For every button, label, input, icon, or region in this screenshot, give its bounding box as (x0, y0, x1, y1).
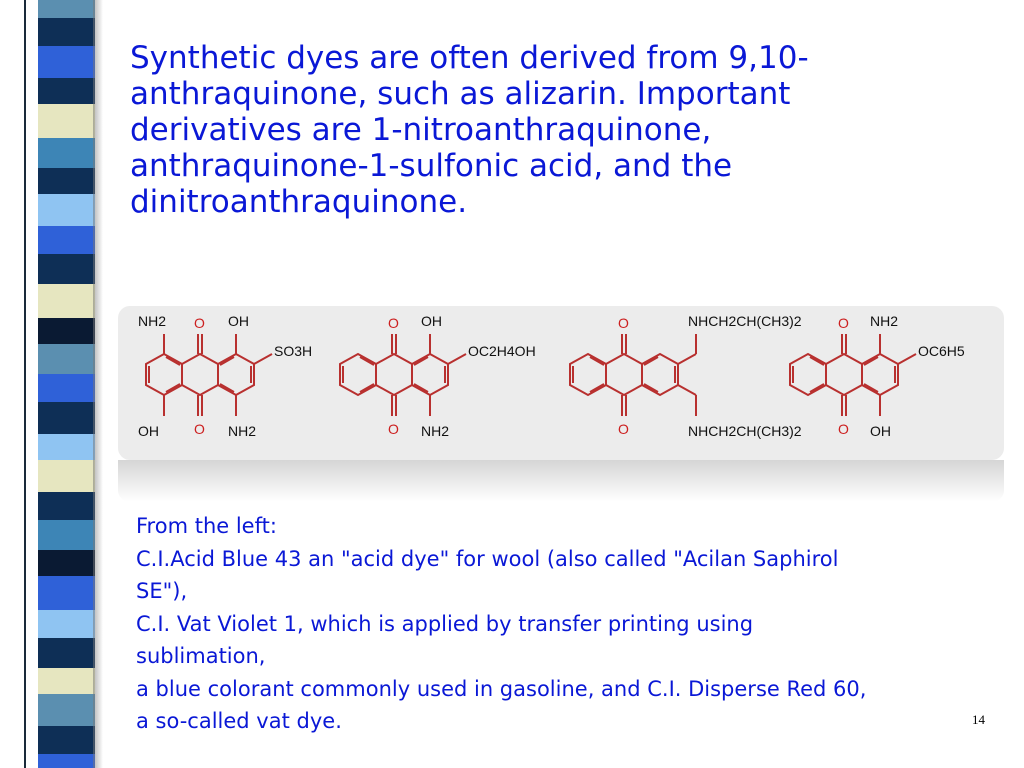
mol2-label-nh2: NH2 (421, 423, 449, 439)
stripe-cell (38, 0, 95, 18)
caption-text: From the left: C.I.Acid Blue 43 an "acid… (136, 510, 1016, 738)
mol1-label-so3h: SO3H (274, 343, 312, 359)
stripe-cell (38, 344, 95, 374)
stripe-cell (38, 194, 95, 226)
stripe-cell (38, 226, 95, 254)
mol3-label-o-top: O (618, 315, 629, 331)
caption-line-1: From the left: (136, 514, 277, 538)
mol1-label-oh-bottom: OH (138, 423, 159, 439)
stripe-cell (38, 284, 95, 318)
stripe-cell (38, 402, 95, 434)
mol1-label-oh-top: OH (228, 313, 249, 329)
mol1-label-o-bottom: O (194, 421, 205, 437)
stripe-line (24, 0, 26, 768)
mol1-label-nh2-top: NH2 (138, 313, 166, 329)
stripe-cell (38, 610, 95, 638)
caption-line-2: C.I.Acid Blue 43 an "acid dye" for wool … (136, 546, 839, 571)
heading-line-5: dinitroanthraquinone. (130, 184, 468, 220)
caption-line-7: a so-called vat dye. (136, 709, 342, 733)
mol1-label-o-top: O (194, 315, 205, 331)
page-number: 14 (972, 712, 985, 727)
mol4-label-o-bottom: O (838, 421, 849, 437)
stripe-cell (38, 460, 95, 492)
stripe-shadow (93, 0, 103, 768)
stripe-column (0, 0, 97, 768)
mol1-label-nh2-bottom: NH2 (228, 423, 256, 439)
mol2-label-oc2h4oh: OC2H4OH (468, 343, 536, 359)
stripe-cell (38, 492, 95, 520)
slide-heading: Synthetic dyes are often derived from 9,… (130, 40, 988, 220)
chemical-structures-image: NH2 O OH SO3H OH O NH2 O OH OC2H4OH O NH… (118, 306, 1004, 460)
stripe-cell (38, 138, 95, 168)
stripe-cell (38, 520, 95, 550)
stripe-cell (38, 638, 95, 668)
stripe-cell (38, 78, 95, 104)
stripe-cell (38, 18, 95, 46)
caption-line-6: a blue colorant commonly used in gasolin… (136, 676, 867, 701)
stripe-cell (38, 104, 95, 138)
caption-line-5: sublimation, (136, 644, 266, 668)
stripe-cell (38, 254, 95, 284)
structures-svg: NH2 O OH SO3H OH O NH2 O OH OC2H4OH O NH… (138, 313, 965, 439)
caption-line-4: C.I. Vat Violet 1, which is applied by t… (136, 611, 754, 636)
mol2-label-o-bottom: O (388, 421, 399, 437)
mol4-label-o-top: O (838, 315, 849, 331)
heading-line-4: anthraquinone-1-sulfonic acid, and the (130, 148, 733, 184)
caption-line-3: SE"), (136, 579, 188, 603)
heading-line-2: anthraquinone, such as alizarin. Importa… (130, 76, 791, 112)
stripe-cell (38, 726, 95, 754)
stripe-cell (38, 694, 95, 726)
mol3-label-o-bottom: O (618, 421, 629, 437)
mol2-label-o-top: O (388, 315, 399, 331)
stripe-cell (38, 168, 95, 194)
stripe-cell (38, 754, 95, 768)
mol4-label-oh: OH (870, 423, 891, 439)
stripe-cell (38, 550, 95, 576)
mol4-label-nh2: NH2 (870, 313, 898, 329)
mol4-label-oc6h5: OC6H5 (918, 343, 965, 359)
stripe-cell (38, 576, 95, 610)
stripe-cell (38, 374, 95, 402)
heading-line-1: Synthetic dyes are often derived from 9,… (130, 40, 809, 76)
mol2-label-oh: OH (421, 313, 442, 329)
mol1-left-ring (145, 352, 183, 397)
heading-line-3: derivatives are 1-nitroanthraquinone, (130, 112, 712, 148)
mol3-label-amine-top: NHCH2CH(CH3)2 (688, 313, 802, 329)
stripe-cell (38, 46, 95, 78)
stripe-cell (38, 434, 95, 460)
stripe-cell (38, 318, 95, 344)
mol3-label-amine-bottom: NHCH2CH(CH3)2 (688, 423, 802, 439)
decorative-stripe (0, 0, 112, 768)
structures-reflection (118, 460, 1004, 502)
stripe-cell (38, 668, 95, 694)
